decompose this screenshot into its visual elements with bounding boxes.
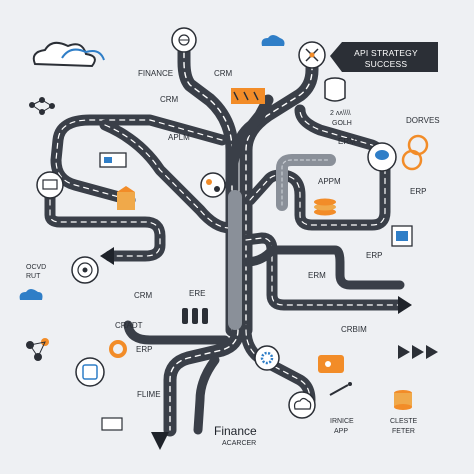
cloud-icon: [32, 41, 105, 68]
title-banner: [330, 42, 438, 72]
node-cloud-bottom: [288, 391, 316, 419]
node-laptop: [36, 171, 64, 199]
label-crm-top: CRM: [214, 69, 233, 78]
label-irnice: IRNICE: [330, 418, 354, 425]
node-gear: [254, 345, 280, 371]
label-rut: RUT: [26, 273, 41, 280]
server-icon: [318, 355, 344, 373]
label-app: APP: [334, 428, 349, 435]
label-cradt: CRADT: [115, 321, 143, 330]
label-erm-mid: ERM: [308, 271, 326, 280]
document-icon: [391, 225, 413, 247]
title-line-2: SUCCESS: [364, 59, 408, 69]
coins-icon: [314, 198, 336, 216]
cloud-network-icon: [19, 289, 43, 300]
label-erp-mid: ERP: [366, 251, 383, 260]
pen-icon: [329, 382, 352, 396]
orange-blocks-icon: [231, 88, 265, 104]
network-icon: [26, 338, 49, 361]
node-flowchart: [75, 357, 105, 387]
label-finance-top: FINANCE: [138, 69, 174, 78]
laptop-icon-bottom: [101, 417, 123, 431]
database-icon: [324, 77, 346, 102]
label-aplm: APLM: [168, 133, 190, 142]
label-golh: GOLH: [332, 120, 352, 127]
refresh-icon: [401, 134, 429, 171]
bars-icon: [182, 308, 208, 324]
node-target: [71, 256, 99, 284]
label-ocvd: OCVD: [26, 264, 47, 271]
node-drone: [298, 41, 326, 69]
label-crm-low: CRM: [134, 291, 153, 300]
label-crm-left: CRM: [160, 95, 179, 104]
chart-icon-pillars: [117, 186, 135, 210]
center-pillar: [228, 190, 242, 330]
node-brain: [367, 142, 397, 172]
label-appm: APPM: [318, 177, 341, 186]
label-erp-low: ERP: [136, 345, 153, 354]
label-gfp: 2 ʌʌ\\\\: [330, 110, 351, 117]
chevrons-icon: [398, 345, 438, 359]
title-banner-text: API STRATEGY SUCCESS: [334, 40, 438, 72]
node-globe: [171, 27, 197, 53]
label-feter: FETER: [392, 428, 415, 435]
network-icon-top-left: [29, 97, 55, 115]
donut-icon: [109, 340, 127, 358]
label-cleste: CLESTE: [390, 418, 418, 425]
road-network: [44, 38, 406, 437]
node-chain: [200, 172, 226, 198]
stack-icon: [394, 390, 412, 410]
arrowhead-left: [100, 247, 114, 265]
arrowhead-down: [151, 432, 169, 450]
title-line-1: API STRATEGY: [354, 48, 418, 58]
label-acarcer: ACARCER: [222, 440, 257, 447]
label-flime: FLIME: [137, 390, 161, 399]
label-finance-bottom: Finance: [214, 424, 257, 438]
label-crbim: CRBIM: [341, 325, 367, 334]
label-dorves: DORVES: [406, 116, 440, 125]
label-erm: ERM: [338, 137, 356, 146]
cloud-icon-small: [261, 35, 285, 46]
label-erp-right: ERP: [410, 187, 427, 196]
monitor-icon: [99, 152, 127, 168]
arrowhead-right: [398, 296, 412, 314]
label-ere: ERE: [189, 289, 206, 298]
